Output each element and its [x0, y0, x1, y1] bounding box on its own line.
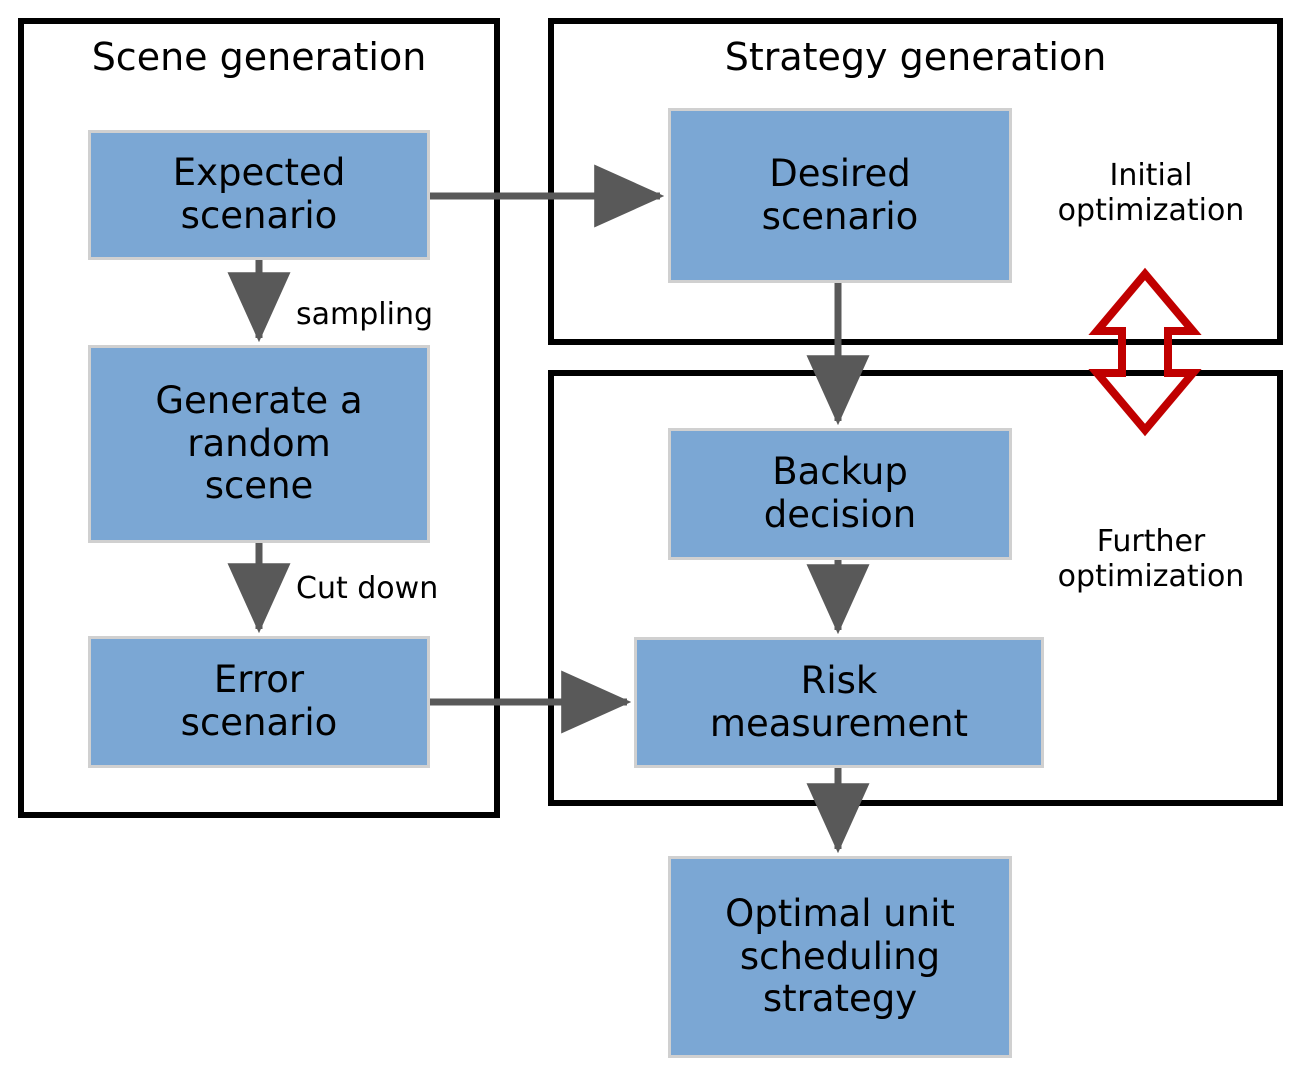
node-desired-scenario-label: Desired scenario: [761, 151, 919, 238]
node-optimal-strategy-label: Optimal unit scheduling strategy: [725, 891, 955, 1021]
panel-optimization: [548, 370, 1283, 806]
node-expected-scenario-label: Expected scenario: [172, 151, 346, 237]
label-further-optimization: Further optimization: [1026, 524, 1276, 595]
node-generate-random-scene[interactable]: Generate a random scene: [88, 345, 430, 543]
node-risk-measurement[interactable]: Risk measurement: [634, 637, 1044, 768]
label-further-optimization-line1: Further: [1096, 524, 1206, 559]
node-backup-decision-label: Backup decision: [763, 450, 917, 536]
node-generate-random-scene-label: Generate a random scene: [155, 378, 363, 508]
edge-label-sampling: sampling: [296, 297, 434, 332]
panel-strategy-generation: [548, 18, 1283, 345]
panel-scene-generation-title: Scene generation: [91, 35, 427, 79]
panel-scene-generation: [18, 18, 500, 818]
node-desired-scenario[interactable]: Desired scenario: [668, 108, 1012, 283]
panel-strategy-generation-title: Strategy generation: [724, 35, 1107, 79]
label-initial-optimization: Initial optimization: [1026, 158, 1276, 229]
label-further-optimization-line2: optimization: [1057, 559, 1245, 595]
node-error-scenario-label: Error scenario: [180, 658, 338, 744]
label-initial-optimization-line1: Initial: [1109, 158, 1193, 193]
node-expected-scenario[interactable]: Expected scenario: [88, 130, 430, 260]
node-optimal-strategy[interactable]: Optimal unit scheduling strategy: [668, 856, 1012, 1058]
edge-label-cut-down: Cut down: [296, 571, 439, 606]
node-risk-measurement-label: Risk measurement: [709, 658, 969, 745]
node-error-scenario[interactable]: Error scenario: [88, 636, 430, 768]
label-initial-optimization-line2: optimization: [1057, 193, 1245, 229]
node-backup-decision[interactable]: Backup decision: [668, 428, 1012, 560]
